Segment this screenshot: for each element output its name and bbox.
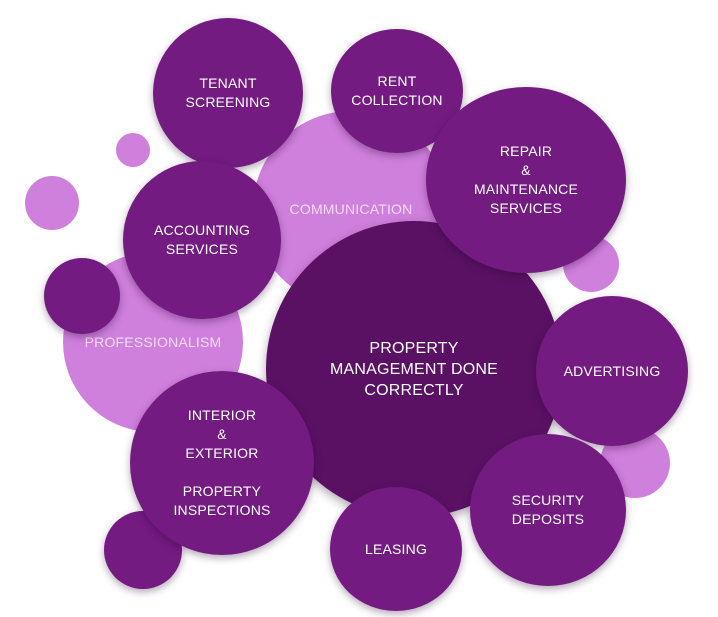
security-deposits-bubble: SECURITY DEPOSITS — [470, 434, 626, 586]
repair-maintenance-label: REPAIR & MAINTENANCE SERVICES — [473, 143, 579, 216]
center-label: PROPERTY MANAGEMENT DONE CORRECTLY — [329, 339, 499, 399]
leasing-label: LEASING — [364, 540, 428, 557]
accounting-services-label: ACCOUNTING SERVICES — [153, 222, 251, 257]
rent-collection-label: RENT COLLECTION — [351, 73, 443, 108]
professionalism-label: PROFESSIONALISM — [84, 333, 222, 350]
tenant-screening-label: TENANT SCREENING — [185, 75, 271, 110]
decor-bubble-dark-left — [44, 258, 120, 334]
advertising-label: ADVERTISING — [563, 362, 661, 379]
leasing-bubble: LEASING — [330, 487, 462, 611]
inspections-bubble: INTERIOR & EXTERIOR PROPERTY INSPECTIONS — [130, 371, 314, 555]
accounting-services-bubble: ACCOUNTING SERVICES — [123, 161, 281, 319]
advertising-bubble: ADVERTISING — [536, 296, 688, 446]
communication-label: COMMUNICATION — [289, 200, 413, 217]
inspections-label: INTERIOR & EXTERIOR PROPERTY INSPECTIONS — [173, 407, 271, 518]
decor-bubble-small-top — [116, 133, 150, 167]
repair-maintenance-bubble: REPAIR & MAINTENANCE SERVICES — [426, 87, 626, 273]
tenant-screening-bubble: TENANT SCREENING — [153, 18, 303, 168]
decor-bubble-left — [25, 176, 79, 230]
security-deposits-label: SECURITY DEPOSITS — [511, 492, 585, 527]
